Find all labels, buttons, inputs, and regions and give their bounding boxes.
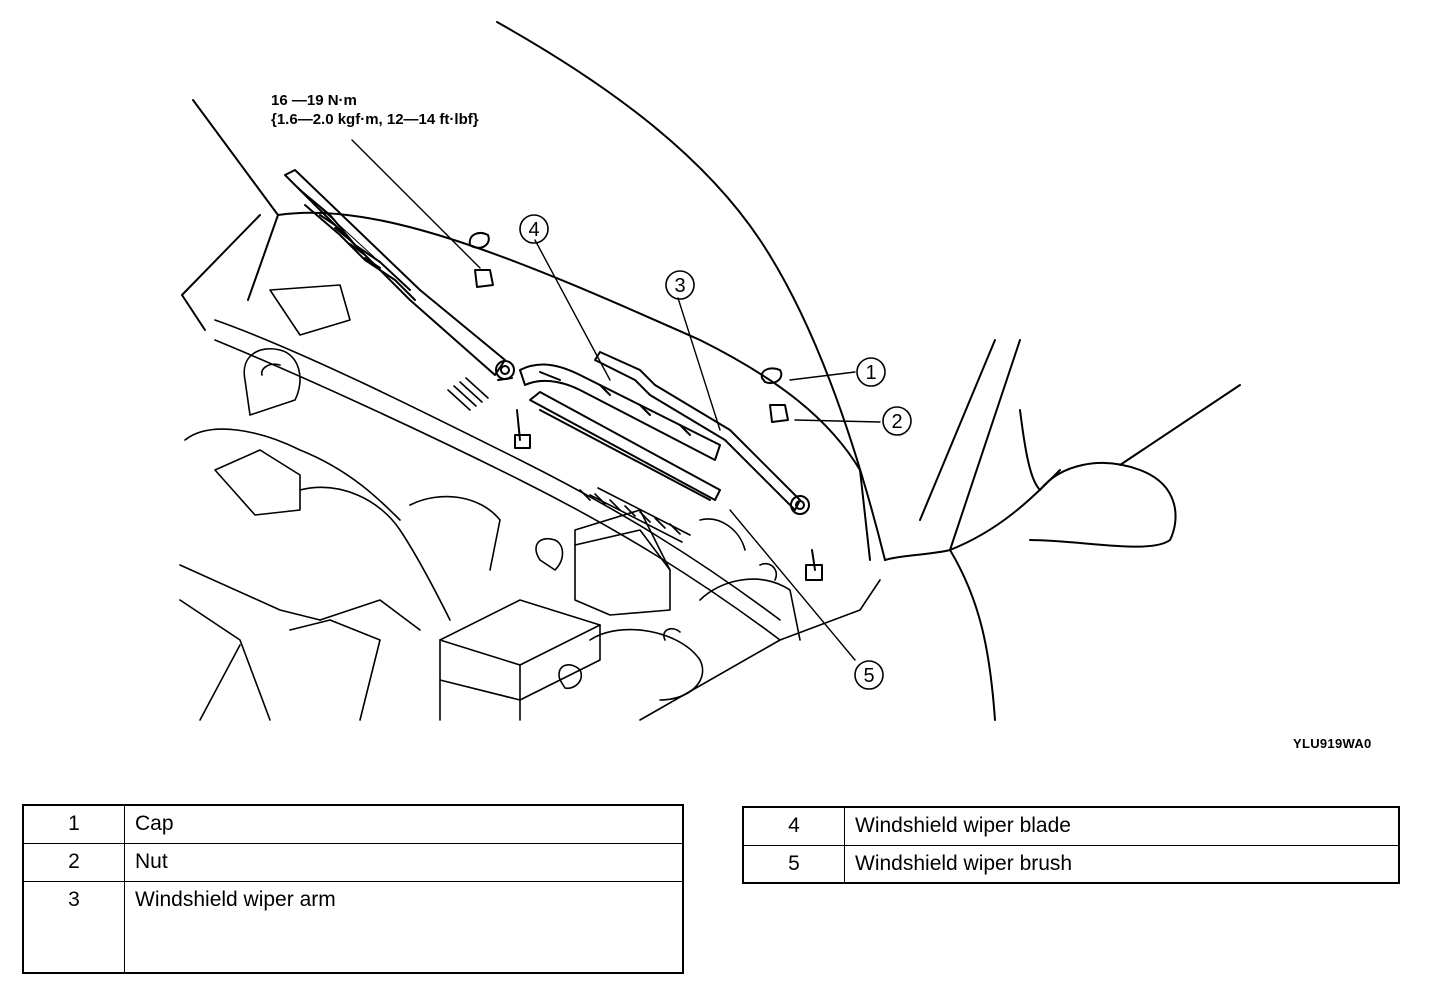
legend-row: 3 Windshield wiper arm: [22, 880, 684, 974]
callout-4: 4: [519, 214, 549, 244]
legend-number: 3: [22, 880, 125, 974]
svg-text:4: 4: [528, 219, 539, 241]
wiper-assembly-diagram: 1 2 3 4 5: [179, 21, 1241, 721]
svg-text:5: 5: [863, 665, 874, 687]
leader-lines: [351, 139, 881, 661]
callout-2: 2: [882, 406, 912, 436]
legend-label: Nut: [124, 842, 684, 882]
legend-label: Cap: [124, 804, 684, 844]
legend-row: 1 Cap: [22, 804, 684, 844]
legend-row: 2 Nut: [22, 842, 684, 882]
torque-spec: 16 —19 N·m {1.6—2.0 kgf·m, 12—14 ft·lbf}: [271, 91, 479, 129]
right-wiper: [519, 351, 823, 581]
legend-number: 1: [22, 804, 125, 844]
callout-markers: 1 2 3 4 5: [519, 214, 912, 690]
svg-text:1: 1: [865, 362, 876, 384]
callout-5: 5: [854, 660, 884, 690]
legend-row: 4 Windshield wiper blade: [742, 806, 1400, 846]
legend-table-right: 4 Windshield wiper blade 5 Windshield wi…: [742, 806, 1400, 884]
figure-code: YLU919WA0: [1293, 736, 1372, 751]
left-wiper: [284, 169, 531, 449]
legend-number: 4: [742, 806, 845, 846]
legend-label: Windshield wiper brush: [844, 844, 1400, 884]
legend-number: 5: [742, 844, 845, 884]
torque-spec-alt: {1.6—2.0 kgf·m, 12—14 ft·lbf}: [271, 111, 479, 128]
legend-label: Windshield wiper arm: [124, 880, 684, 974]
svg-text:2: 2: [891, 411, 902, 433]
legend-table-left: 1 Cap 2 Nut 3 Windshield wiper arm: [22, 804, 684, 974]
legend-number: 2: [22, 842, 125, 882]
callout-1: 1: [856, 357, 886, 387]
callout-3: 3: [665, 270, 695, 300]
svg-text:3: 3: [674, 275, 685, 297]
legend-row: 5 Windshield wiper brush: [742, 844, 1400, 884]
hood-outline: [181, 21, 1241, 721]
torque-spec-nm: 16 —19 N·m: [271, 92, 357, 109]
legend-label: Windshield wiper blade: [844, 806, 1400, 846]
engine-bay: [179, 284, 881, 721]
